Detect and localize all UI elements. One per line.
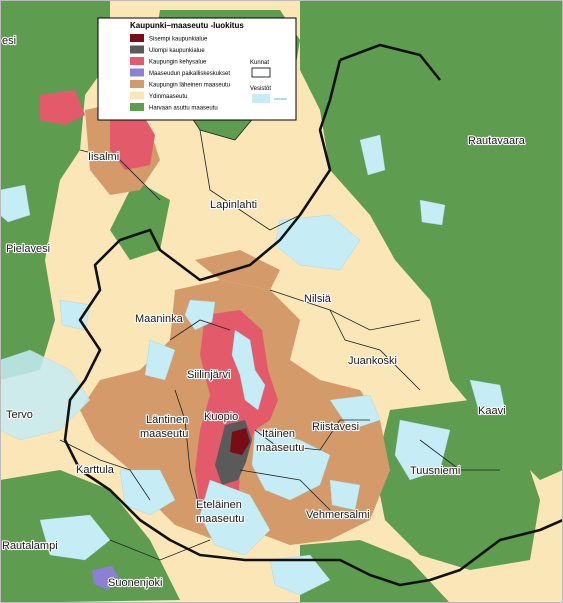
municipality-borders	[59, 59, 500, 561]
label-kaavi: Kaavi	[478, 405, 506, 417]
legend-label: Ulompi kaupunkialue	[149, 48, 205, 54]
legend-label: Sisempi kaupunkialue	[149, 37, 208, 43]
water-bodies	[0, 134, 506, 596]
legend-label: Ydinmaaseutu	[149, 94, 187, 100]
label-tuusniemi: Tuusniemi	[410, 465, 460, 477]
label-suonenjoki: Suonenjoki	[108, 577, 162, 589]
label-rautavaara: Rautavaara	[468, 135, 526, 147]
label-itainen-2: maaseutu	[256, 442, 304, 454]
label-juankoski: Juankoski	[348, 355, 397, 367]
label-vehmersalmi: Vehmersalmi	[306, 509, 370, 521]
kehysalue-areas	[40, 90, 278, 525]
legend-swatch	[130, 45, 144, 54]
legend-label: Kaupungin kehysalue	[149, 60, 207, 66]
label-lantinen-1: Läntinen	[146, 414, 188, 426]
label-itainen-1: Itäinen	[262, 428, 295, 440]
label-iisalmi: Iisalmi	[88, 151, 119, 163]
legend-kunnat-label: Kunnat	[250, 60, 269, 66]
label-etelainen-1: Eteläinen	[196, 499, 242, 511]
label-maaninka: Maaninka	[135, 313, 184, 325]
legend-swatch	[130, 34, 144, 42]
label-lantinen-2: maaseutu	[140, 428, 188, 440]
legend-swatch	[130, 103, 144, 111]
region-boundary	[63, 59, 563, 587]
legend-swatch	[130, 80, 144, 88]
label-tervo: Tervo	[6, 409, 33, 421]
label-rautalampi: Rautalampi	[2, 540, 58, 552]
legend-label: Maaseudun paikalliskeskukset	[149, 71, 230, 77]
place-labels: esi Iisalmi Lapinlahti Rautavaara Pielav…	[1, 34, 527, 590]
label-etelainen-2: maaseutu	[196, 513, 244, 525]
legend-water-swatch	[252, 94, 270, 103]
label-vesi: esi	[2, 35, 16, 47]
label-lapinlahti: Lapinlahti	[210, 199, 257, 211]
region-boundary-east	[339, 43, 442, 81]
legend-title: Kaupunki–maaseutu -luokitus	[130, 21, 244, 30]
legend-swatch	[130, 68, 144, 77]
legend-vesistot-label: Vesistöt	[250, 86, 271, 92]
legend-swatch	[130, 91, 144, 100]
legend-swatch	[130, 57, 144, 65]
label-pielavesi: Pielavesi	[6, 243, 50, 255]
label-karttula: Karttula	[76, 464, 115, 476]
label-riistavesi: Riistavesi	[312, 421, 359, 433]
paikalliskeskus-suonenjoki	[92, 566, 120, 590]
map-legend: Kaupunki–maaseutu -luokitus Sisempi kaup…	[97, 17, 297, 121]
label-kuopio: Kuopio	[204, 411, 238, 423]
label-siilinjarvi: Siilinjärvi	[187, 369, 230, 381]
label-nilsia: Nilsiä	[304, 293, 332, 305]
sisempi-kaupunkialue	[230, 428, 250, 455]
legend-label: Harvaan asuttu maaseutu	[149, 106, 218, 112]
legend-kunnat-swatch	[251, 67, 271, 78]
legend-label: Kaupungin läheinen maaseutu	[149, 83, 230, 89]
